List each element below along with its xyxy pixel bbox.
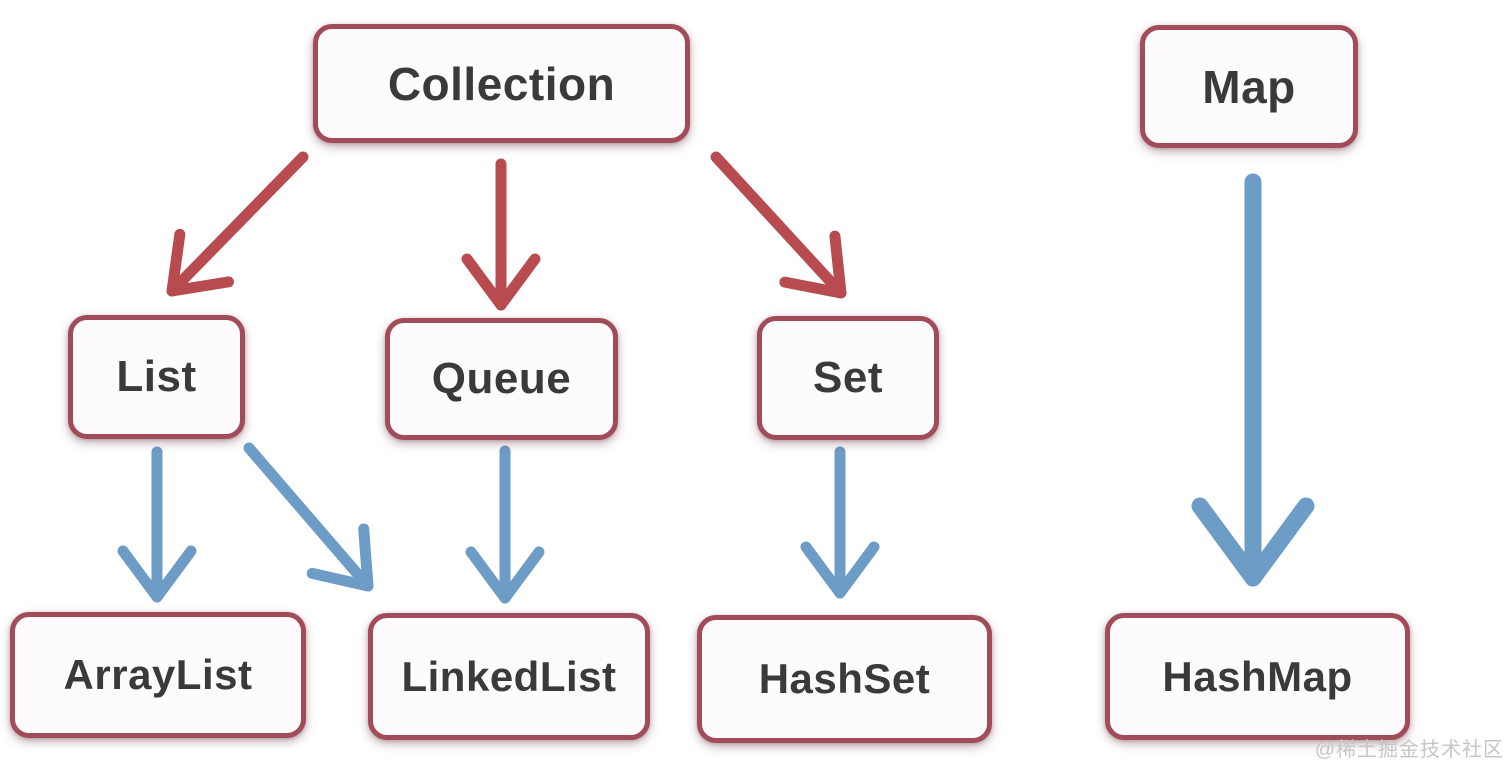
node-hashset: HashSet [697, 615, 992, 743]
node-queue: Queue [385, 318, 618, 440]
node-list: List [68, 315, 245, 439]
node-list-label: List [116, 352, 197, 401]
node-set-label: Set [813, 353, 883, 402]
arrow-list-to-linkedlist [243, 442, 374, 592]
node-arraylist-label: ArrayList [63, 651, 253, 698]
node-arraylist: ArrayList [10, 612, 306, 738]
node-collection-label: Collection [387, 57, 616, 110]
node-linkedlist-label: LinkedList [401, 652, 617, 700]
node-map: Map [1140, 25, 1358, 148]
node-queue-label: Queue [431, 354, 572, 403]
node-map-label: Map [1202, 60, 1296, 113]
node-hashmap-label: HashMap [1162, 652, 1353, 700]
arrow-collection-to-list [166, 151, 309, 297]
watermark: @稀土掘金技术社区 [1314, 739, 1504, 761]
node-set: Set [757, 316, 939, 440]
node-collection: Collection [313, 24, 690, 143]
node-hashset-label: HashSet [758, 655, 931, 702]
arrow-collection-to-set [710, 151, 847, 299]
node-hashmap: HashMap [1105, 613, 1410, 740]
node-linkedlist: LinkedList [368, 613, 650, 740]
